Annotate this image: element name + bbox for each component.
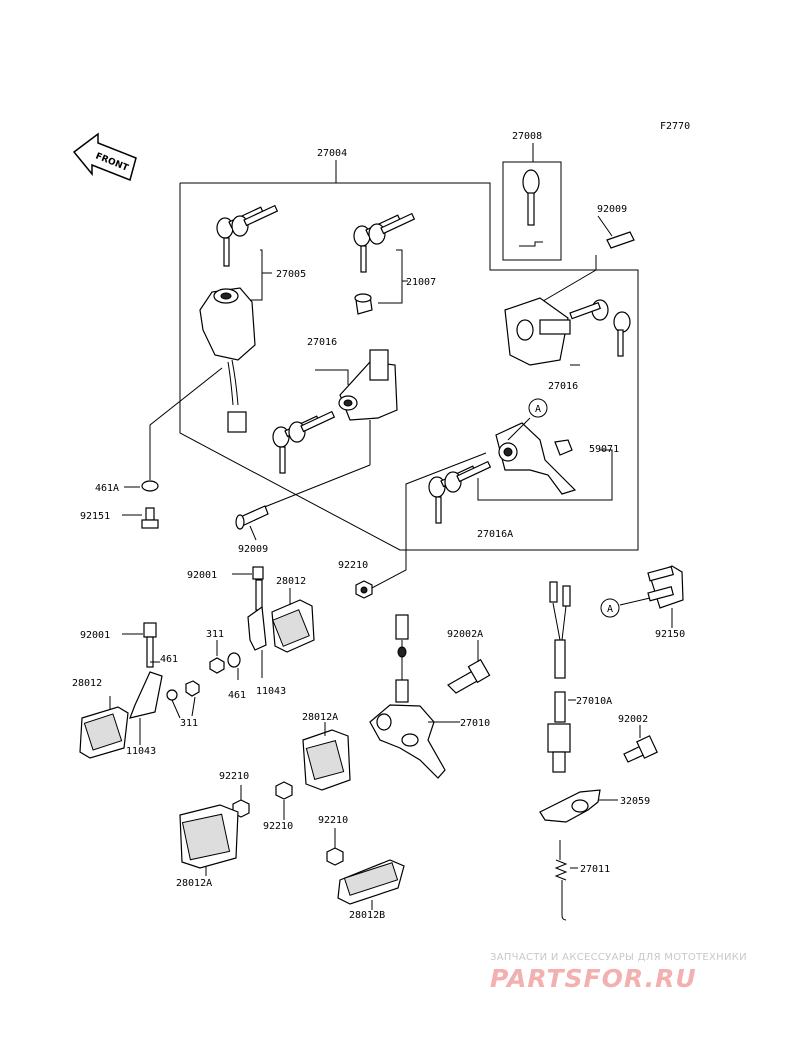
label-92002: 92002	[618, 714, 648, 725]
reflector-28012-upper	[232, 566, 315, 653]
label-92151: 92151	[80, 511, 110, 522]
label-21007: 21007	[406, 277, 436, 288]
screw-92009-bottom	[235, 505, 269, 541]
label-92002A: 92002A	[447, 629, 483, 640]
nut-92210-center	[275, 781, 293, 820]
label-28012A-lower: 28012A	[176, 878, 212, 889]
figure-code: F2770	[660, 121, 690, 132]
label-92009-bottom: 92009	[238, 544, 268, 555]
label-461A: 461A	[95, 483, 119, 494]
label-11043-middle: 11043	[256, 686, 286, 697]
label-28012B: 28012B	[349, 910, 385, 921]
label-27008: 27008	[512, 131, 542, 142]
bracket-32059	[539, 789, 618, 823]
label-27016-left: 27016	[307, 337, 337, 348]
label-27005: 27005	[276, 269, 306, 280]
label-27004: 27004	[317, 148, 347, 159]
label-28012A-upper: 28012A	[302, 712, 338, 723]
label-32059: 32059	[620, 796, 650, 807]
label-27016A: 27016A	[477, 529, 513, 540]
label-28012-left: 28012	[72, 678, 102, 689]
reflector-28012-left	[79, 622, 200, 759]
nut-92210-upper	[355, 580, 373, 599]
label-311-middle: 311	[206, 629, 224, 640]
label-311-left: 311	[180, 718, 198, 729]
label-92210-right: 92210	[318, 815, 348, 826]
label-27016-right: 27016	[548, 381, 578, 392]
bolts-92150	[619, 565, 684, 628]
screw-92009-top	[537, 215, 635, 305]
front-arrow-icon: FRONT	[72, 132, 137, 182]
reflector-28012A-lower	[179, 804, 239, 876]
label-461-left: 461	[160, 654, 178, 665]
switch-27010A	[547, 581, 576, 773]
ref-A-bottom: A	[607, 604, 613, 615]
helmet-lock-27016A	[367, 417, 613, 591]
label-92001-left: 92001	[80, 630, 110, 641]
spring-27011	[554, 840, 578, 921]
reflector-28012A-upper	[302, 722, 351, 791]
key-card-27008	[502, 143, 562, 261]
key-set-21007	[353, 212, 416, 315]
label-92001-upper: 92001	[187, 570, 217, 581]
watermark-logo: PARTSFOR.RU	[490, 964, 697, 993]
label-28012-upper: 28012	[276, 576, 306, 587]
switch-27010	[369, 614, 491, 779]
label-92009-top: 92009	[597, 204, 627, 215]
label-92210-left: 92210	[219, 771, 249, 782]
label-27010: 27010	[460, 718, 490, 729]
lock-27016-left	[261, 349, 398, 509]
label-27010A: 27010A	[576, 696, 612, 707]
label-92210-upper: 92210	[338, 560, 368, 571]
bolt-92002	[623, 725, 658, 763]
label-92150: 92150	[655, 629, 685, 640]
watermark-tagline: ЗАПЧАСТИ И АКСЕССУАРЫ ДЛЯ МОТОТЕХНИКИ	[490, 952, 747, 963]
lock-27016-right	[504, 297, 631, 366]
bolt-92151	[141, 507, 159, 529]
label-27011: 27011	[580, 864, 610, 875]
ref-A-top: A	[535, 404, 541, 415]
reflector-28012B	[337, 859, 405, 910]
label-461-middle: 461	[228, 690, 246, 701]
kit-27004-frame	[179, 160, 639, 551]
label-11043-left: 11043	[126, 746, 156, 757]
label-92210-center: 92210	[263, 821, 293, 832]
ignition-switch-27005	[141, 204, 279, 492]
washers-middle	[209, 640, 263, 680]
label-59071: 59071	[589, 444, 619, 455]
nut-92210-right	[326, 828, 344, 866]
